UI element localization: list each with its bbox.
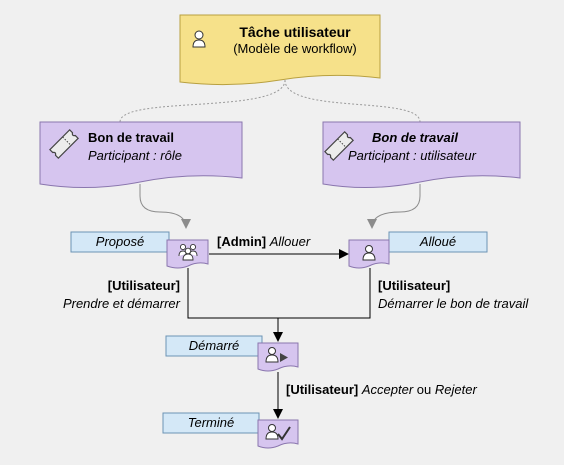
user-icon <box>362 245 376 261</box>
state-termine-label: Terminé <box>187 415 235 430</box>
user-play-icon <box>265 347 288 363</box>
work-order-right-box <box>322 121 521 189</box>
demarrer-bon-transition-line <box>278 268 371 319</box>
rejeter-action: Rejeter <box>434 382 477 397</box>
group-icon <box>178 243 198 261</box>
work-order-left-box <box>39 121 243 189</box>
workorder-right-arrow <box>367 184 421 229</box>
allouer-transition-label: [Admin] Allouer <box>217 234 310 249</box>
work-order-left-title: Bon de travail <box>88 130 174 145</box>
demarrer-bon-role: [Utilisateur] <box>378 278 451 293</box>
state-demarre-label: Démarré <box>188 338 240 353</box>
work-order-right-title: Bon de travail <box>372 130 458 145</box>
work-order-left-participant: Participant : rôle <box>88 148 182 163</box>
task-to-workorder-right-connector <box>284 79 421 123</box>
accepter-conj: ou <box>416 382 432 397</box>
state-alloue-label: Alloué <box>419 234 457 249</box>
prendre-role: [Utilisateur] <box>107 278 180 293</box>
state-propose-label: Proposé <box>95 234 145 249</box>
allouer-role: [Admin] <box>217 234 267 249</box>
task-box <box>179 14 381 86</box>
task-subtitle: (Modèle de workflow) <box>233 41 357 56</box>
user-check-icon <box>265 424 291 441</box>
work-order-right-participant: Participant : utilisateur <box>348 148 476 163</box>
accepter-role: [Utilisateur] <box>286 382 359 397</box>
accepter-action: Accepter <box>361 382 414 397</box>
prendre-action: Prendre et démarrer <box>62 296 180 311</box>
task-to-workorder-left-connector <box>119 79 286 123</box>
accepter-transition-label: [Utilisateur] Accepter ou Rejeter <box>286 382 477 397</box>
user-icon <box>192 30 206 48</box>
prendre-transition-line <box>187 268 278 319</box>
ticket-icon <box>49 129 79 159</box>
ticket-icon <box>324 131 354 161</box>
workorder-left-arrow <box>139 184 191 229</box>
state-demarre-node <box>257 342 299 372</box>
demarrer-bon-action: Démarrer le bon de travail <box>378 296 529 311</box>
task-title: Tâche utilisateur <box>239 24 351 40</box>
allouer-action: Allouer <box>269 234 311 249</box>
